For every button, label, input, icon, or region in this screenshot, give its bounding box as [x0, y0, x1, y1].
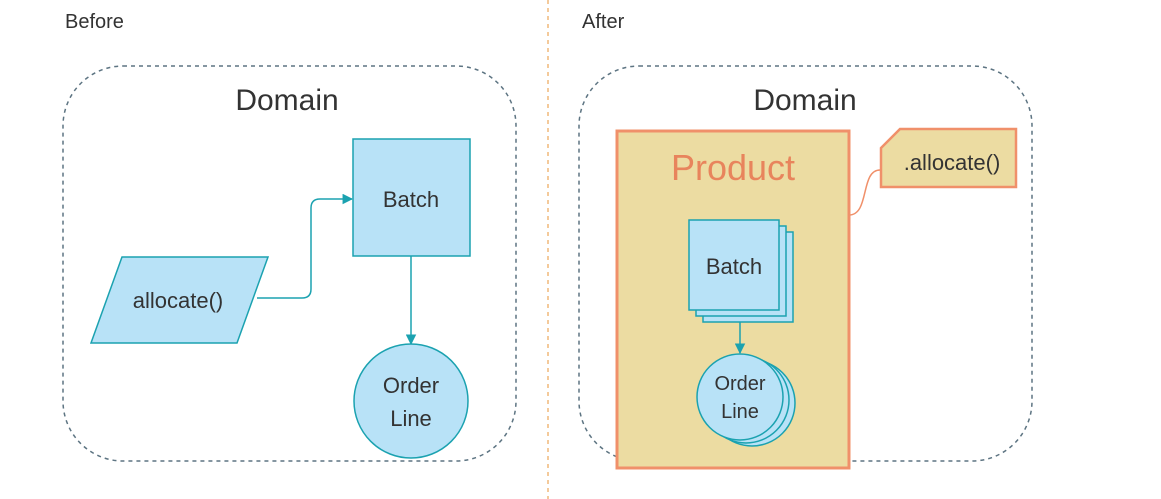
- after-batch-label: Batch: [706, 254, 762, 279]
- allocate-method-label: .allocate(): [904, 150, 1001, 175]
- after-orderline-node: [696, 353, 784, 441]
- before-domain-label: Domain: [235, 84, 338, 117]
- product-aggregate-label: Product: [671, 147, 795, 188]
- after-batch-node: [688, 219, 780, 311]
- allocate-method-callout: [879, 127, 1018, 189]
- before-orderline-node: [353, 343, 469, 459]
- before-allocate-node: [89, 256, 270, 344]
- after-orderline-label-2: Line: [721, 401, 759, 423]
- after-heading: After: [582, 11, 625, 33]
- after-panel: After Domain Product .allocate() Batch O…: [578, 11, 1033, 470]
- before-batch-node: [352, 138, 471, 257]
- before-batch-label: Batch: [383, 187, 439, 212]
- before-heading: Before: [65, 11, 124, 33]
- before-orderline-label-1: Order: [383, 373, 439, 398]
- before-allocate-to-batch-arrow: [257, 193, 354, 299]
- after-domain-label: Domain: [753, 84, 856, 117]
- before-panel: Before Domain allocate() Batch Order Lin…: [62, 11, 517, 462]
- before-orderline-label-2: Line: [390, 406, 432, 431]
- after-orderline-label-1: Order: [714, 373, 765, 395]
- before-domain-boundary: [62, 65, 517, 462]
- before-allocate-label: allocate(): [133, 288, 223, 313]
- product-to-method-connector: [848, 169, 881, 216]
